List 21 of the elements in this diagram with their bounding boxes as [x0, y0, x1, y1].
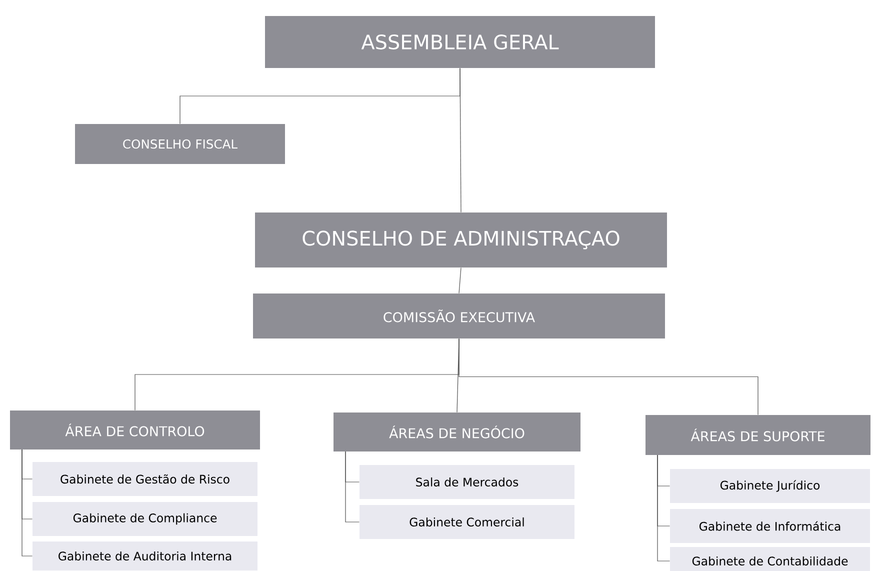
connector-line	[458, 267, 462, 294]
office-box: Gabinete de Informática	[670, 509, 870, 543]
office-box: Gabinete de Contabilidade	[670, 547, 870, 571]
office-box: Gabinete Jurídico	[670, 469, 870, 503]
office-box: Gabinete de Auditoria Interna	[32, 542, 258, 570]
unit-box: ÁREA DE CONTROLO	[10, 410, 260, 450]
unit-box: CONSELHO FISCAL	[75, 124, 285, 164]
connector-line	[345, 451, 360, 522]
connector-line	[460, 68, 462, 213]
unit-box: ÁREAS DE NEGÓCIO	[334, 412, 580, 452]
office-box: Gabinete de Gestão de Risco	[32, 462, 258, 496]
connector-line	[458, 338, 758, 416]
unit-box: ASSEMBLEIA GERAL	[265, 16, 655, 68]
office-box: Sala de Mercados	[360, 465, 574, 499]
office-box: Gabinete Comercial	[360, 505, 574, 539]
unit-box: COMISSÃO EXECUTIVA	[253, 294, 665, 338]
connector-line	[22, 449, 33, 556]
office-box: Gabinete de Compliance	[32, 502, 258, 536]
connector-line	[657, 454, 670, 562]
unit-box: ÁREAS DE SUPORTE	[646, 415, 870, 455]
unit-box: CONSELHO DE ADMINISTRAÇAO	[255, 212, 667, 268]
